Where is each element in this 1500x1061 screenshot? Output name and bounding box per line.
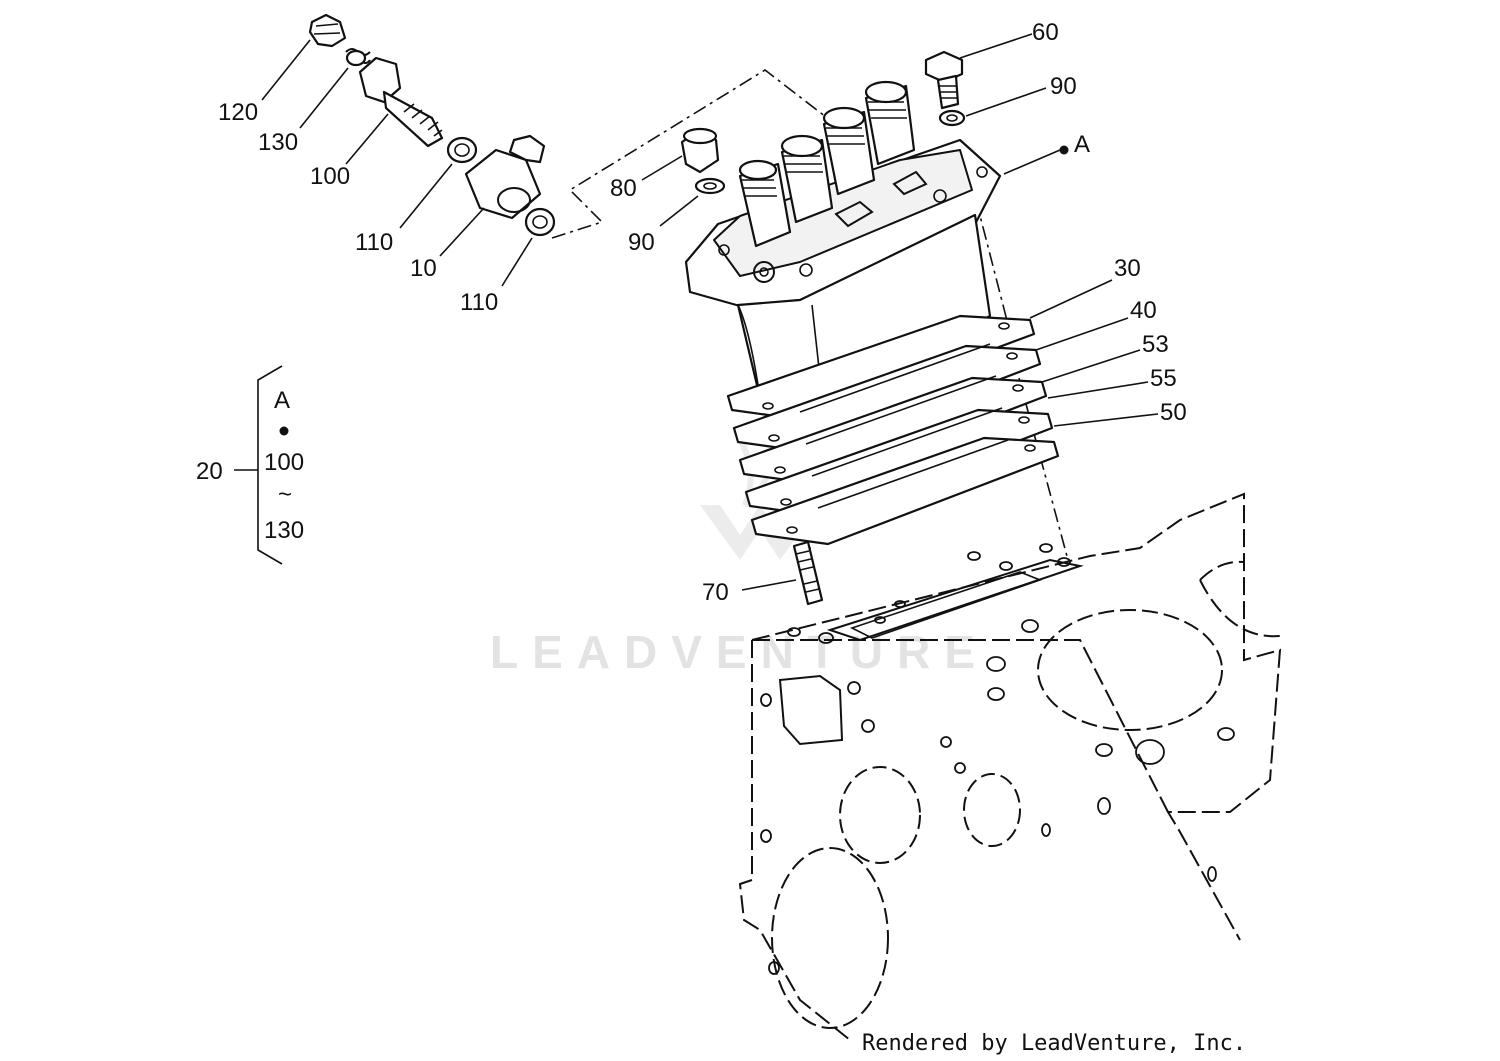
kit-number: 20 xyxy=(196,458,223,485)
callout-60: 60 xyxy=(1032,19,1059,46)
pump-outlet-3 xyxy=(822,106,876,196)
part-60-bolt xyxy=(924,50,964,110)
footer-credit: Rendered by LeadVenture, Inc. xyxy=(862,1031,1246,1056)
delivery-valve-assembly xyxy=(308,13,556,237)
block-opening-3 xyxy=(771,847,889,1029)
watermark: LEADVENTURE xyxy=(490,428,989,678)
part-110-washer-bottom xyxy=(524,207,556,237)
part-90-washer-left xyxy=(694,177,726,195)
watermark-text: LEADVENTURE xyxy=(490,626,989,678)
part-110-washer-top xyxy=(446,136,478,164)
part-100-holder xyxy=(358,56,444,148)
gasket-30 xyxy=(726,314,1036,422)
gasket-40 xyxy=(732,344,1042,454)
callout-90-right: 90 xyxy=(1050,73,1077,100)
part-130-spring xyxy=(345,48,371,67)
injection-pump xyxy=(684,80,1002,416)
callout-120: 120 xyxy=(218,99,258,126)
callout-30: 30 xyxy=(1114,255,1141,282)
engine-block xyxy=(738,492,1282,1041)
kit-line-a: A xyxy=(274,387,290,414)
kit-line-130: 130 xyxy=(264,517,304,544)
callout-90-left: 90 xyxy=(628,229,655,256)
callouts: 120 130 100 110 10 110 80 90 60 90 A 30 … xyxy=(218,19,1187,606)
block-opening-1 xyxy=(839,766,921,864)
cylinder-bore xyxy=(1037,609,1223,731)
block-port xyxy=(778,674,844,746)
callout-10: 10 xyxy=(410,255,437,282)
callout-110-top: 110 xyxy=(355,229,393,256)
kit-dot xyxy=(279,426,289,436)
gasket-55 xyxy=(744,408,1054,518)
callout-70: 70 xyxy=(702,579,729,606)
callout-50: 50 xyxy=(1160,399,1187,426)
kit-bracket: 20 A 100 ~ 130 xyxy=(196,365,304,565)
block-opening-2 xyxy=(963,773,1021,847)
callout-110-bottom: 110 xyxy=(460,289,498,316)
part-70-stud xyxy=(792,540,824,606)
watermark-logo xyxy=(700,505,820,560)
part-10-body xyxy=(464,134,546,220)
kit-line-100: 100 xyxy=(264,449,304,476)
part-80-cap xyxy=(680,127,720,174)
callout-a: A xyxy=(1074,131,1090,158)
gasket-stack xyxy=(726,314,1060,546)
reference-dot-a xyxy=(1059,145,1069,155)
pump-outlet-4 xyxy=(864,80,916,166)
part-90-washer-right xyxy=(938,109,966,127)
callout-53: 53 xyxy=(1142,331,1169,358)
gasket-53 xyxy=(738,376,1048,486)
callout-80: 80 xyxy=(610,175,637,202)
callout-55: 55 xyxy=(1150,365,1177,392)
gasket-50 xyxy=(750,436,1060,546)
pump-outlet-2 xyxy=(780,134,834,224)
kit-line-tilde: ~ xyxy=(278,481,292,508)
callout-130: 130 xyxy=(258,129,298,156)
callout-40: 40 xyxy=(1130,297,1157,324)
pump-outlet-1 xyxy=(738,159,792,248)
part-120-plug xyxy=(308,13,347,48)
leader-lines xyxy=(261,33,1159,591)
callout-100: 100 xyxy=(310,163,350,190)
